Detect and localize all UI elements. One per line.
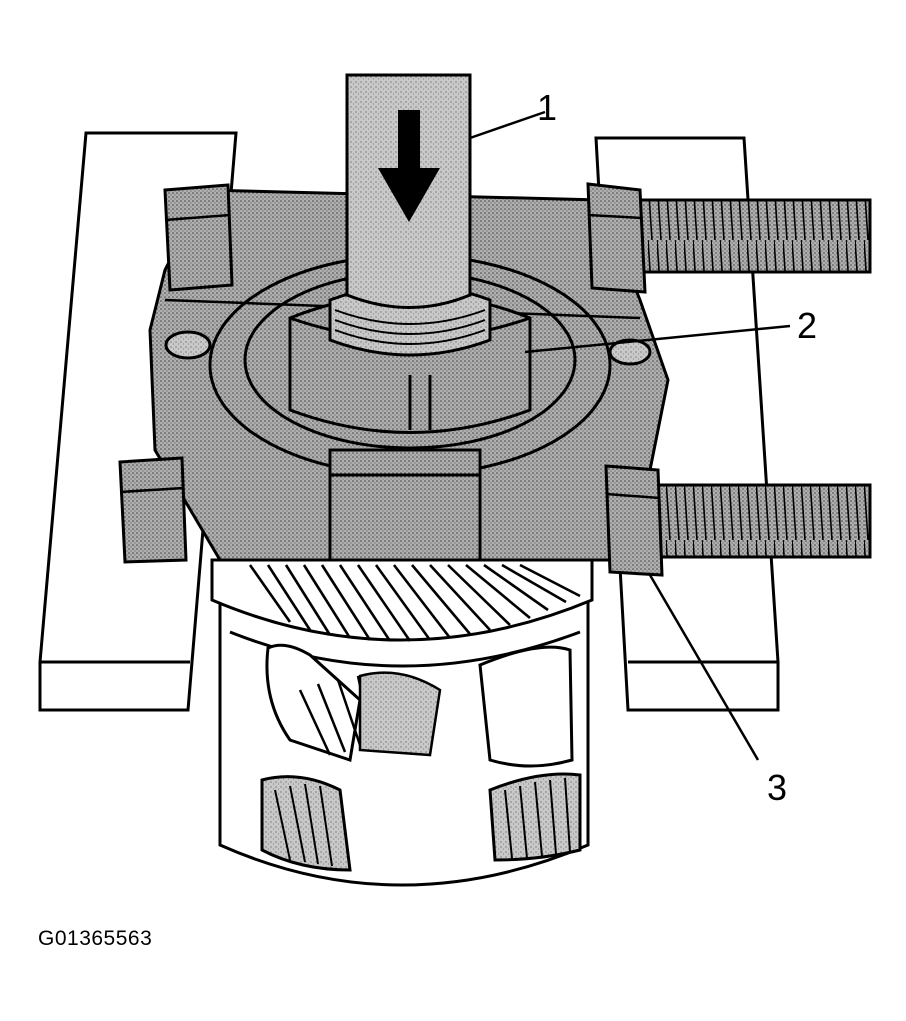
- down-arrow-icon: [378, 110, 440, 222]
- callout-leader-lines: [469, 110, 791, 761]
- upper-left-nut: [163, 183, 234, 292]
- callout-1: 1: [537, 87, 558, 128]
- figure-id: G01365563: [38, 927, 153, 950]
- lower-left-nut: [118, 456, 188, 564]
- callout-3: 3: [767, 767, 788, 808]
- differential-case: [218, 598, 590, 887]
- ring-gear: [210, 558, 594, 642]
- lower-threaded-rod: [638, 483, 872, 559]
- upper-right-nut: [586, 182, 647, 294]
- callout-2: 2: [797, 305, 818, 346]
- lower-right-nut: [604, 464, 664, 577]
